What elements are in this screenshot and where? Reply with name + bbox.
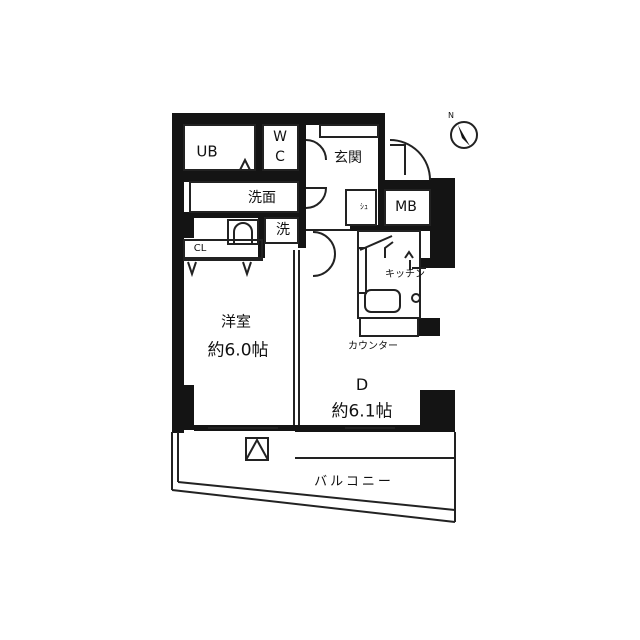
label-senmen: 洗面 <box>248 190 276 206</box>
label-shuno: ｼｭ <box>360 202 368 211</box>
label-wc-w: W <box>273 129 287 145</box>
label-dining-size: 約6.1帖 <box>331 401 393 422</box>
room-lines <box>183 124 431 461</box>
label-kitchen: キッチン <box>385 269 425 280</box>
label-yoshitsu: 洋室 <box>220 312 252 331</box>
label-genkan: 玄関 <box>334 150 362 166</box>
label-dining: D <box>355 375 369 394</box>
label-sentaku: 洗 <box>276 222 290 238</box>
balcony-outline <box>171 432 456 523</box>
label-ub: UB <box>196 142 218 161</box>
label-counter: カウンター <box>348 341 398 352</box>
label-yoshitsu-size: 約6.0帖 <box>207 340 269 361</box>
label-balcony: バルコニー <box>314 474 394 490</box>
north-label: N <box>448 111 454 120</box>
label-cl: CL <box>193 243 207 254</box>
north-arrow-icon <box>450 121 478 149</box>
label-wc-c: C <box>275 149 285 165</box>
label-mb: MB <box>395 199 417 215</box>
